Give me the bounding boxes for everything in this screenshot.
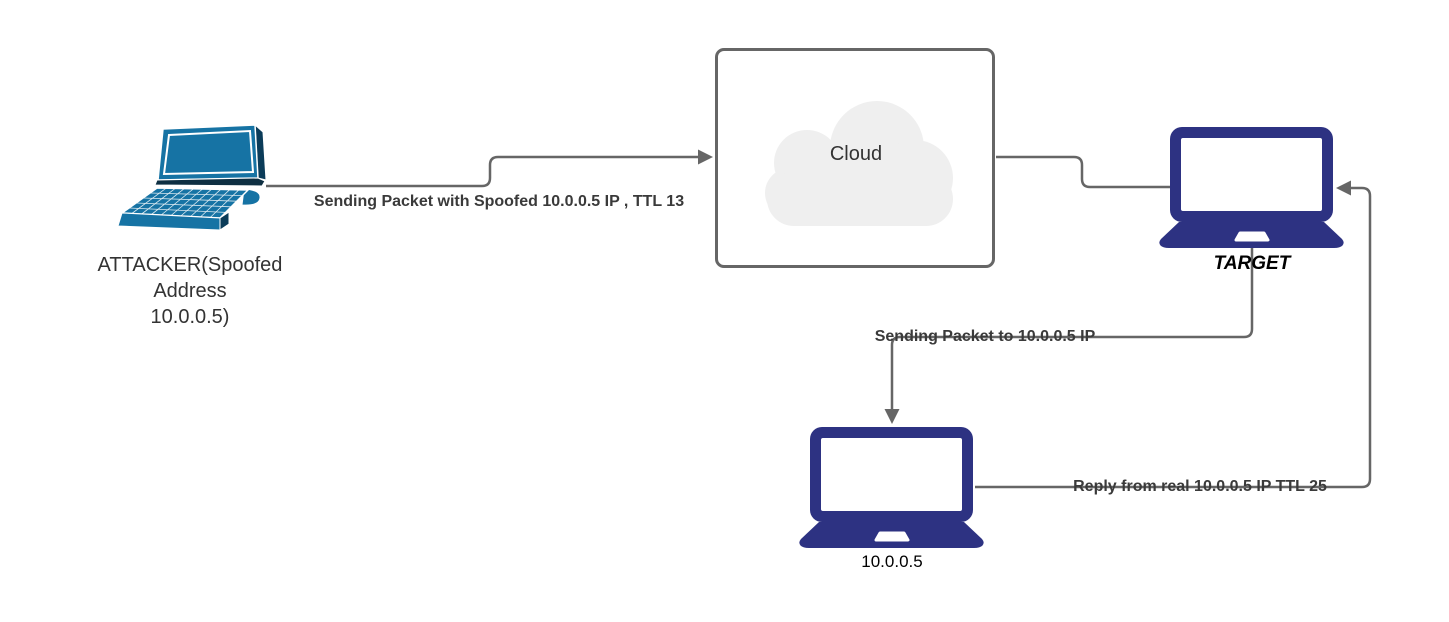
attacker-laptop-3d-icon [117, 123, 267, 231]
real-host-label: 10.0.0.5 [861, 552, 923, 571]
keyboard-grid [128, 187, 243, 218]
attacker-label-line3: 10.0.0.5) [150, 306, 230, 328]
edge-label-target-to-realhost: Sending Packet to 10.0.0.5 IP [874, 328, 1096, 345]
target-laptop-icon [1159, 127, 1344, 248]
edge-attacker-to-cloud-line [266, 155, 699, 188]
attacker-label-line1: ATTACKER(Spoofed [97, 254, 283, 276]
arrowhead-right-icon [698, 149, 713, 165]
edge-label-attacker-to-cloud: Sending Packet with Spoofed 10.0.0.5 IP … [313, 193, 685, 210]
cloud-container-box [715, 48, 995, 268]
edge-cloud-to-target-line [996, 155, 1170, 189]
attacker-label: ATTACKER(Spoofed Address 10.0.0.5) [90, 252, 290, 330]
target-label: TARGET [1213, 253, 1291, 274]
arrowhead-down-icon [884, 409, 900, 424]
attacker-label-line2: Address [153, 280, 227, 302]
cloud-icon [765, 101, 953, 226]
cloud-label: Cloud [829, 143, 883, 165]
real-host-laptop-icon [799, 427, 984, 548]
edge-label-realhost-to-target: Reply from real 10.0.0.5 IP TTL 25 [1073, 478, 1327, 495]
